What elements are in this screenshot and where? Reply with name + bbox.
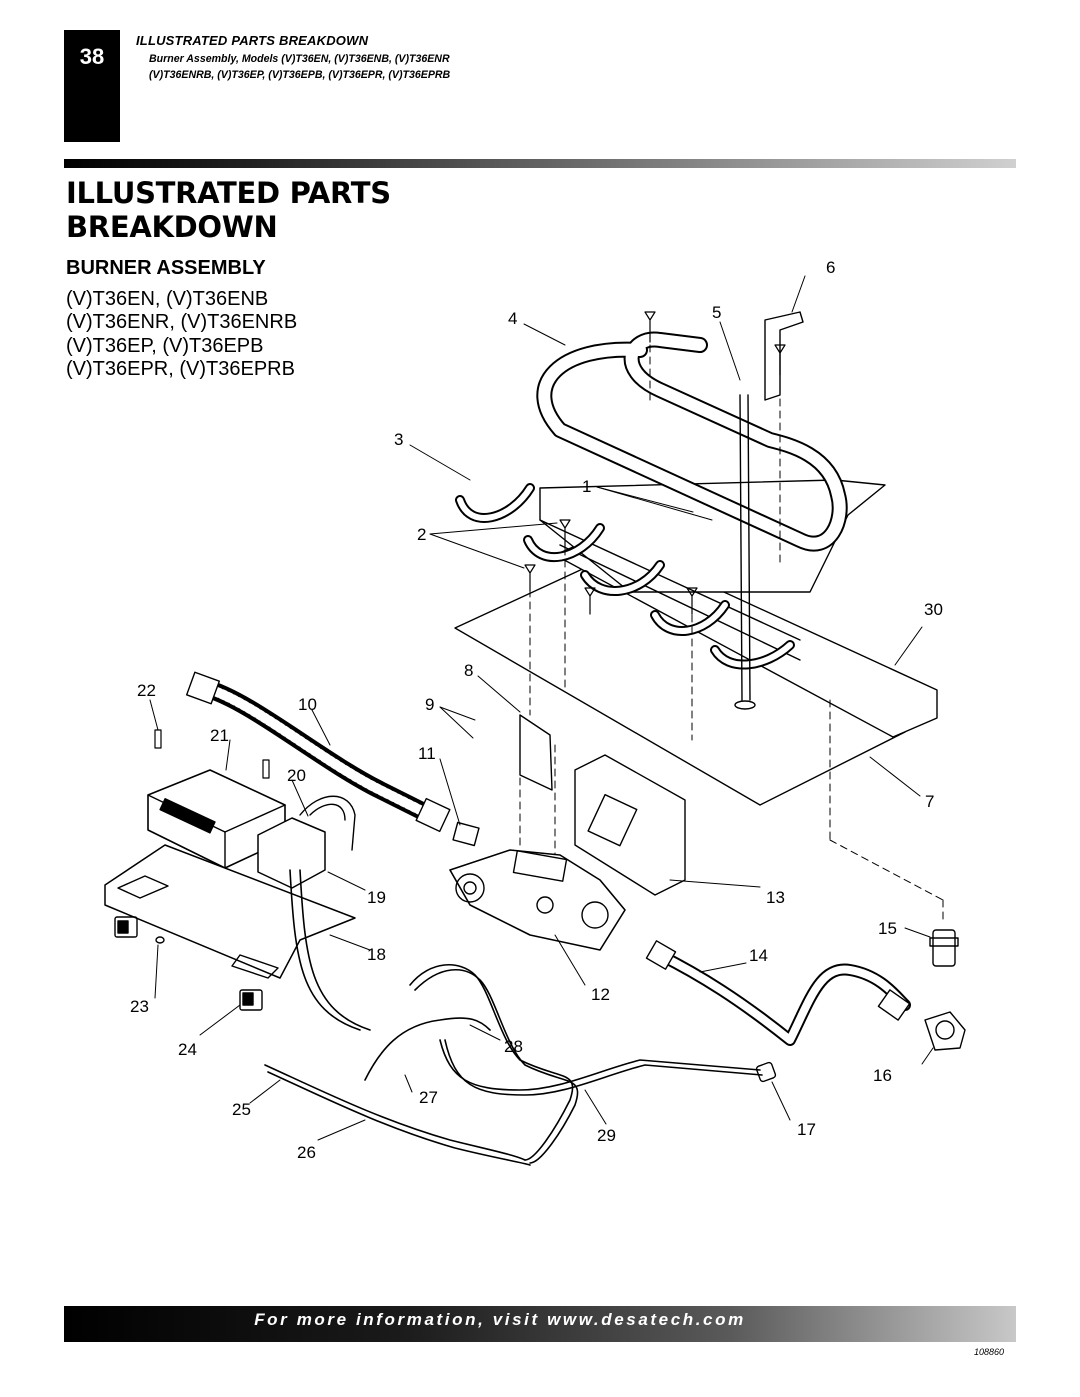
callout-number: 13: [766, 888, 785, 907]
wire-connector: [755, 1061, 777, 1083]
rocker-switch: [239, 989, 263, 1011]
running-subtitle-line1: Burner Assembly, Models (V)T36EN, (V)T36…: [149, 53, 450, 65]
transformer: [257, 795, 356, 889]
running-subtitle-line2: (V)T36ENRB, (V)T36EP, (V)T36EPB, (V)T36E…: [149, 69, 451, 81]
model-list-item: (V)T36EP, (V)T36EPB: [66, 334, 264, 357]
callout-number: 27: [419, 1088, 438, 1107]
callout-number: 28: [504, 1037, 523, 1056]
callout-number: 5: [712, 303, 721, 322]
page-title: ILLUSTRATED PARTS BREAKDOWN: [66, 176, 391, 244]
callout-number: 1: [582, 477, 591, 496]
callout-number: 7: [925, 792, 934, 811]
section-title: BURNER ASSEMBLY: [66, 257, 266, 279]
page-number-tab: 38: [64, 30, 120, 142]
callout-number: 25: [232, 1100, 251, 1119]
callout-number: 15: [878, 919, 897, 938]
valve-bracket: [519, 714, 553, 791]
callout-number: 26: [297, 1143, 316, 1162]
footer-website-link[interactable]: For more information, visit www.desatech…: [254, 1310, 746, 1329]
mounting-plate: [104, 844, 356, 979]
callout-number: 17: [797, 1120, 816, 1139]
elbow-fitting: [924, 1011, 966, 1051]
running-title: ILLUSTRATED PARTS BREAKDOWN: [136, 33, 369, 48]
fitting: [932, 929, 956, 967]
header-rule: [64, 159, 1016, 168]
gas-control-valve: [449, 849, 626, 951]
callout-number: 6: [826, 258, 835, 277]
gas-supply-tube: [654, 949, 911, 1046]
page-title-line2: BREAKDOWN: [66, 210, 278, 244]
callout-number: 16: [873, 1066, 892, 1085]
callout-number: 12: [591, 985, 610, 1004]
figure-code: 108860: [974, 1347, 1005, 1357]
callout-number: 29: [597, 1126, 616, 1145]
model-list-item: (V)T36ENR, (V)T36ENRB: [66, 311, 298, 334]
callout-number: 8: [464, 661, 473, 680]
model-list-item: (V)T36EPR, (V)T36EPRB: [66, 357, 295, 380]
callout-number: 24: [178, 1040, 197, 1059]
callout-number: 3: [394, 430, 403, 449]
rocker-switch: [114, 916, 138, 938]
page-title-line1: ILLUSTRATED PARTS: [66, 176, 391, 210]
callout-number: 30: [924, 600, 943, 619]
log-support-rail: [539, 479, 886, 593]
callout-number: 4: [508, 309, 517, 328]
footer-bar: [64, 1306, 1016, 1342]
callout-number: 2: [417, 525, 426, 544]
callout-number: 21: [210, 726, 229, 745]
callout-number: 14: [749, 946, 768, 965]
wire-harness: [264, 869, 763, 1166]
callout-number: 19: [367, 888, 386, 907]
model-list: (V)T36EN, (V)T36ENB (V)T36ENR, (V)T36ENR…: [66, 288, 297, 381]
callout-number: 10: [298, 695, 317, 714]
callout-number: 20: [287, 766, 306, 785]
callout-number: 11: [418, 744, 436, 763]
page-number: 38: [79, 44, 105, 69]
callout-number: 9: [425, 695, 434, 714]
callout-number: 18: [367, 945, 386, 964]
callout-number: 23: [130, 997, 149, 1016]
callout-number: 22: [137, 681, 156, 700]
model-list-item: (V)T36EN, (V)T36ENB: [66, 288, 269, 310]
